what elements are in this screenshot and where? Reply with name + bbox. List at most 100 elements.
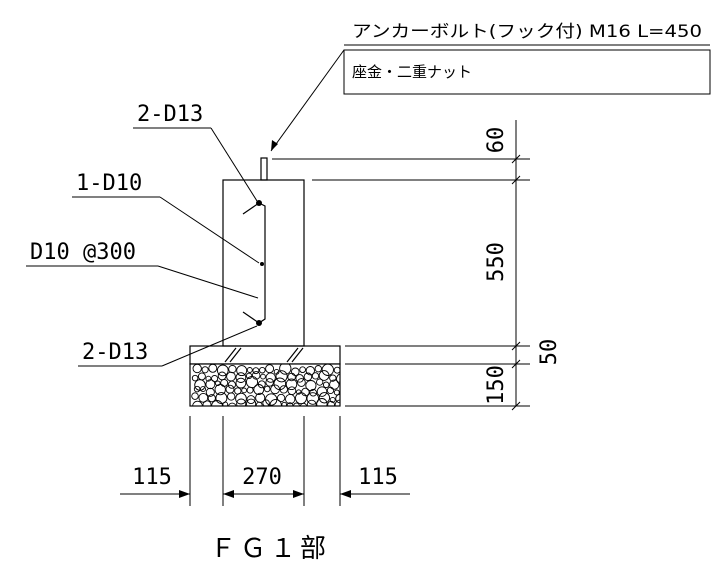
gravel-stone xyxy=(200,386,206,393)
gravel-stone xyxy=(286,402,294,406)
gravel-stone xyxy=(215,380,221,387)
gravel-stone xyxy=(236,365,248,377)
stirrup-leader xyxy=(157,265,259,299)
gravel-stone xyxy=(329,379,340,390)
gravel-stone xyxy=(297,378,306,387)
gravel-stone xyxy=(216,364,229,377)
gravel-stone xyxy=(262,399,270,406)
bottom-rebar-label: 2-D13 xyxy=(82,340,148,365)
gravel-stone xyxy=(333,366,340,374)
drawing-caption: ＦＧ１部 xyxy=(210,534,330,564)
gravel-stone xyxy=(287,372,296,382)
gravel-stone xyxy=(245,372,253,380)
gravel-stone xyxy=(318,370,330,381)
gravel-stone xyxy=(279,364,292,375)
stirrup-bottom-hook xyxy=(242,311,260,324)
gravel-stone xyxy=(251,371,261,380)
gravel-stone xyxy=(269,398,282,406)
gravel-stone xyxy=(279,385,288,394)
gravel-stone xyxy=(316,398,328,406)
gravel-stone xyxy=(227,402,237,406)
gravel-stone xyxy=(222,401,229,406)
gravel-stone xyxy=(314,365,322,373)
gravel-stone xyxy=(309,388,318,397)
gravel-stone xyxy=(198,392,209,403)
gravel-stone xyxy=(333,389,340,396)
dim-115-right-label: 115 xyxy=(358,465,398,490)
gravel-stone xyxy=(296,389,302,395)
gravel-stone xyxy=(191,374,199,382)
dim-60-label: 60 xyxy=(484,127,509,154)
gravel-stone xyxy=(306,399,317,406)
anchor-bolt-label: アンカーボルト(フック付) M16 L=450 xyxy=(352,22,702,42)
gravel-stone xyxy=(316,378,324,386)
gravel-stone xyxy=(306,392,320,405)
dim-tick xyxy=(511,175,521,185)
dim-150-label: 150 xyxy=(484,365,509,405)
gravel-stone xyxy=(192,364,202,374)
gravel-stone xyxy=(205,379,216,390)
gravel-stone xyxy=(275,370,288,383)
gravel-stone xyxy=(191,392,199,400)
dim-115-left-label: 115 xyxy=(132,465,172,490)
gravel-stone xyxy=(227,392,236,401)
gravel-stone xyxy=(192,400,203,406)
arrow xyxy=(293,490,304,498)
gravel-stone xyxy=(285,393,296,405)
gravel-stone xyxy=(336,373,340,385)
gravel-stone xyxy=(281,401,287,406)
gravel-stone xyxy=(318,392,331,404)
anchor-leader-line xyxy=(270,49,345,152)
gravel-stone xyxy=(339,379,340,386)
stirrup-top-hook xyxy=(242,202,260,215)
rebar-dot-middle xyxy=(260,262,264,266)
anchor-leader-arrow xyxy=(271,140,278,151)
gravel-bed xyxy=(189,363,341,407)
dim-tick xyxy=(511,154,521,164)
gravel-stones xyxy=(191,364,340,406)
gravel-stone xyxy=(299,366,306,374)
gravel-stone xyxy=(252,367,260,375)
gravel-stone xyxy=(246,395,256,405)
washer-nut-box xyxy=(343,49,711,95)
gravel-stone xyxy=(205,375,212,382)
mid-rebar-label: 1-D10 xyxy=(76,171,142,196)
gravel-stone xyxy=(246,367,253,373)
gravel-stone xyxy=(227,380,236,389)
gravel-stone xyxy=(299,402,308,406)
top-rebar-leader xyxy=(210,127,258,202)
gravel-stone xyxy=(235,377,247,389)
gravel-stone xyxy=(311,372,320,380)
gravel-stone xyxy=(321,364,334,376)
slab-hatch xyxy=(224,347,237,363)
gravel-stone xyxy=(211,400,223,406)
rebar-dots xyxy=(256,200,264,326)
washer-nut-label: 座金・二重ナット xyxy=(352,63,472,81)
gravel-stone xyxy=(329,396,336,403)
gravel-stone xyxy=(265,378,274,387)
arrow xyxy=(223,490,234,498)
gravel-stone xyxy=(327,400,335,406)
gravel-stone xyxy=(285,378,298,391)
gravel-stone xyxy=(208,364,218,373)
gravel-stone xyxy=(326,386,335,395)
slab-hatch xyxy=(286,347,299,363)
gravel-stone xyxy=(202,400,212,406)
gravel-stone xyxy=(295,374,304,383)
gravel-stone xyxy=(276,393,286,403)
stirrup-bar xyxy=(258,202,266,324)
gravel-stone xyxy=(246,398,257,406)
horizontal-dimensions xyxy=(120,416,410,506)
anchor-bolt-stub xyxy=(260,157,268,181)
arrow xyxy=(179,490,190,498)
gravel-stone xyxy=(253,384,265,395)
gravel-stone xyxy=(316,386,328,397)
lean-concrete-slab xyxy=(189,345,341,365)
slab-hatch xyxy=(291,347,304,363)
gravel-stone xyxy=(193,385,201,393)
gravel-stone xyxy=(235,372,247,383)
gravel-stone xyxy=(260,373,266,380)
dim-arrows xyxy=(179,490,351,498)
gravel-stone xyxy=(322,381,330,389)
